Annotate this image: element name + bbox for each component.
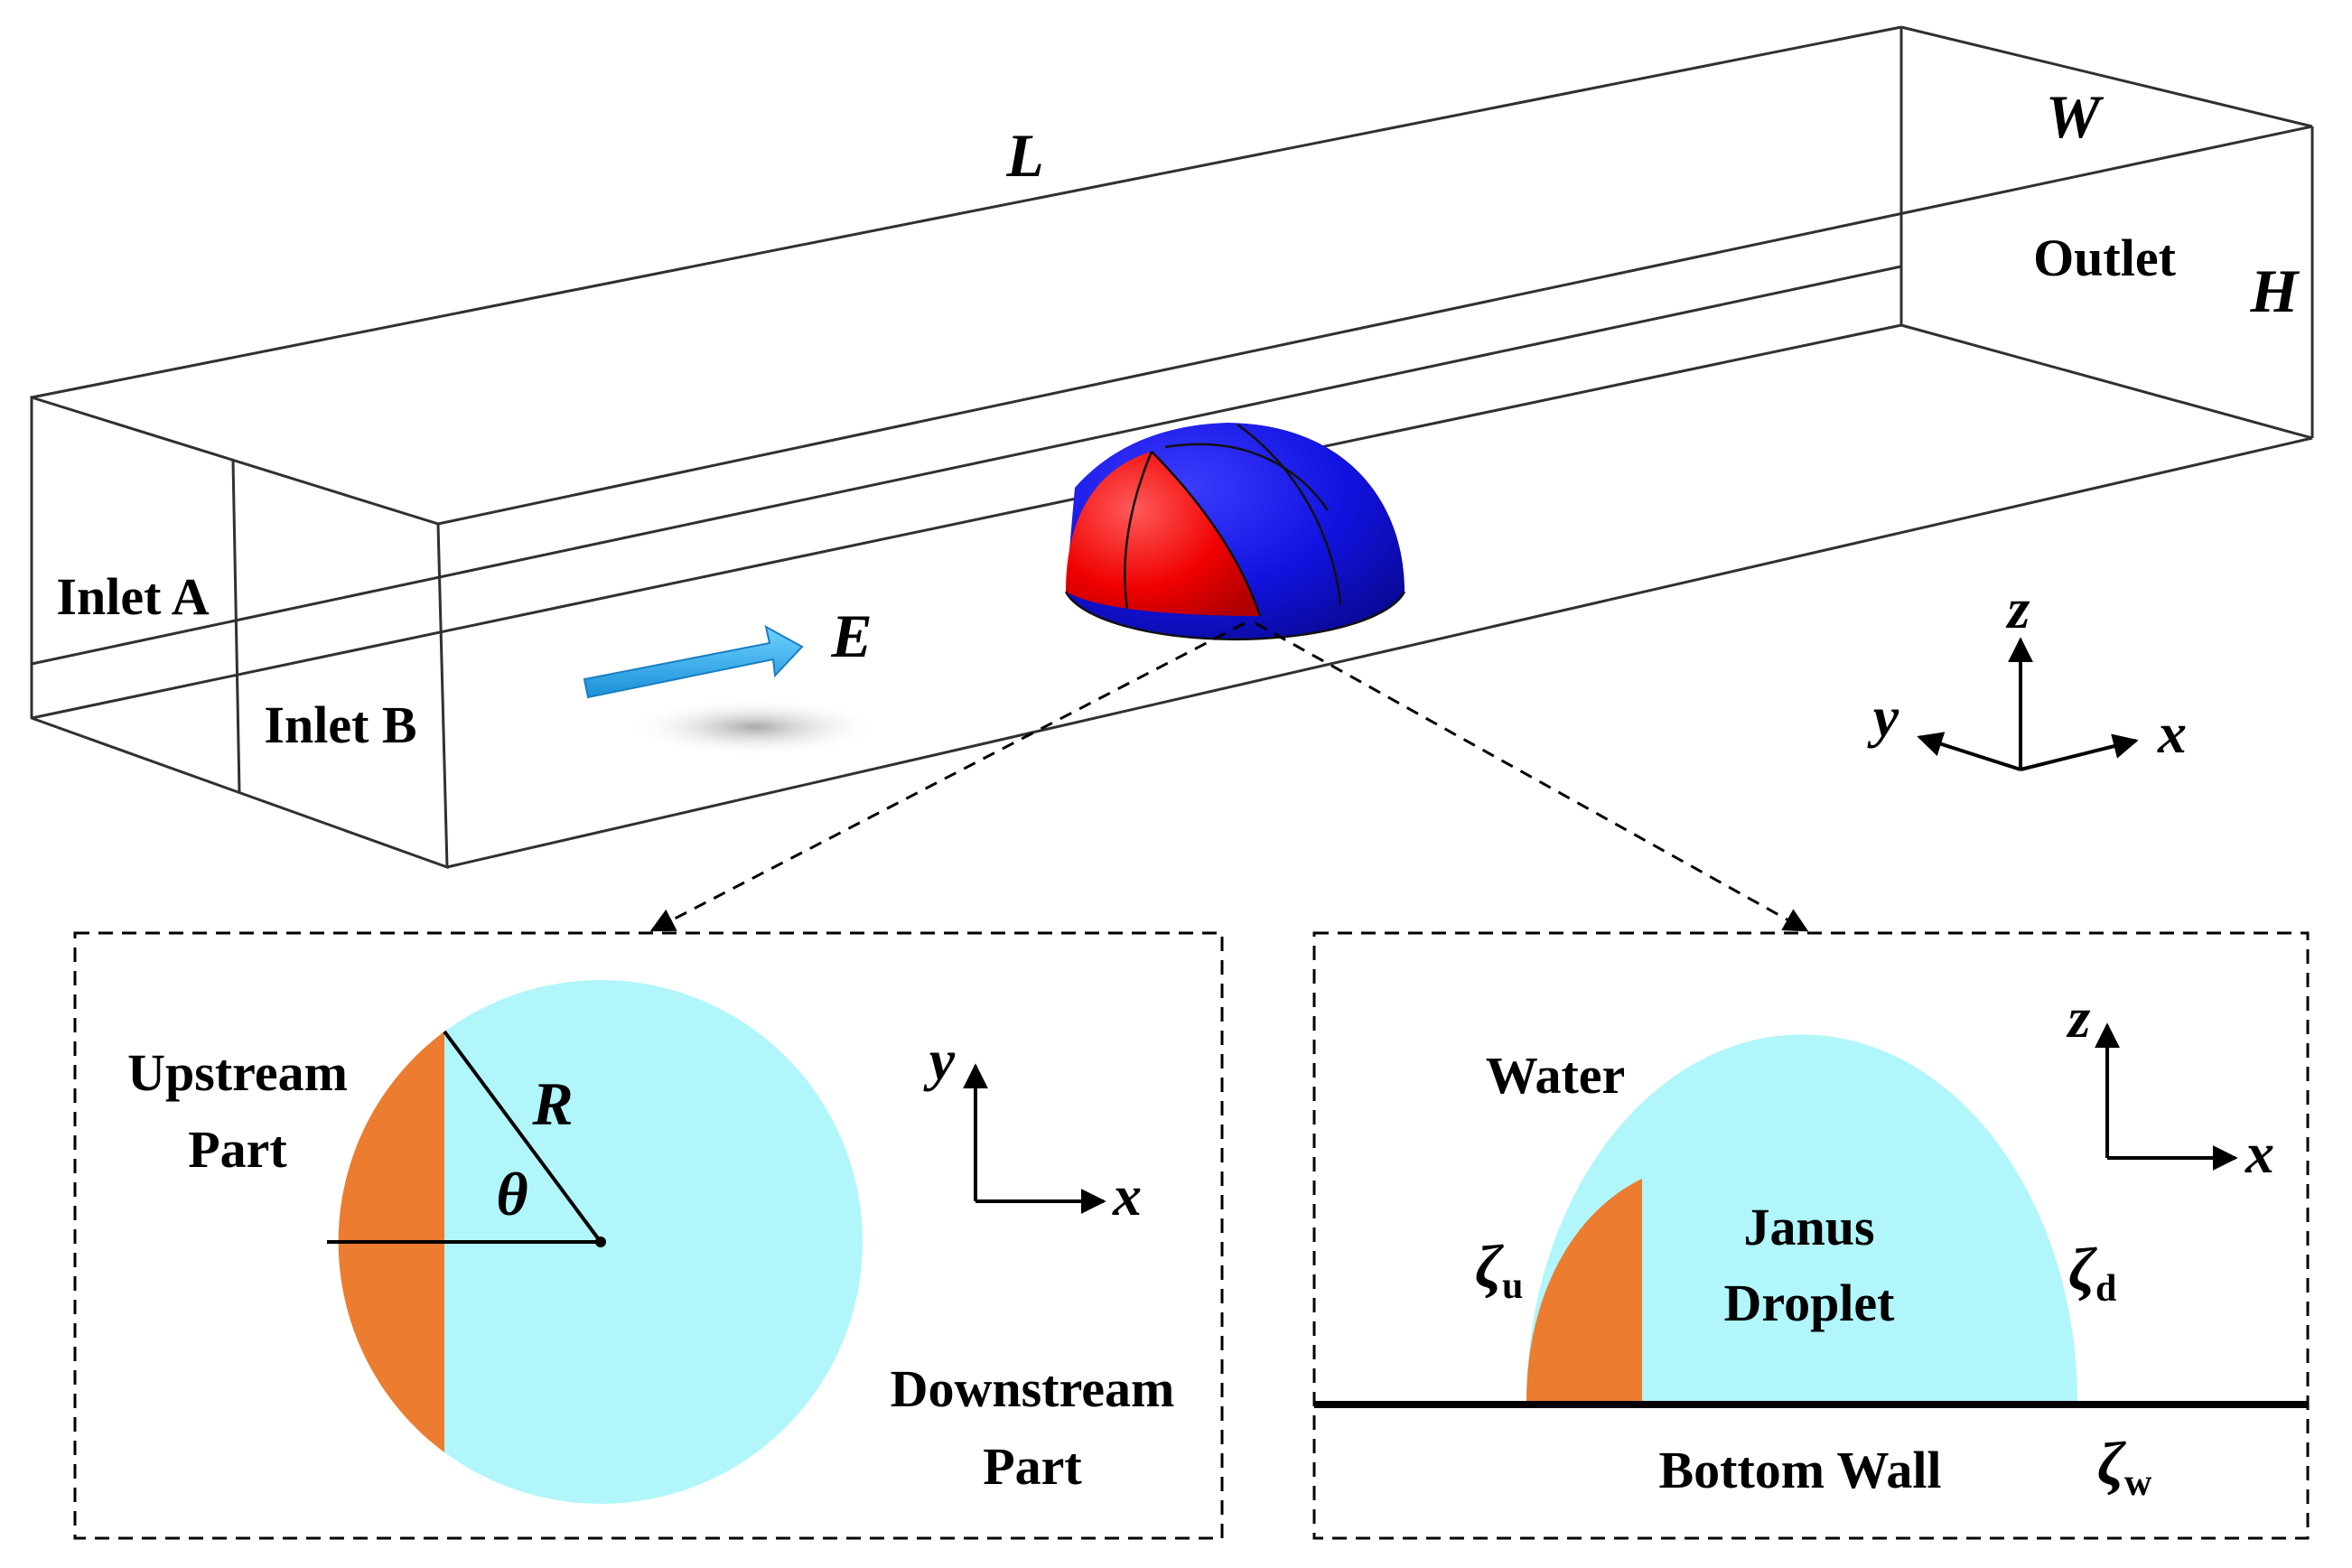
bottom-wall-label: Bottom Wall: [1658, 1441, 1941, 1499]
axis-3d-y-label: y: [1867, 685, 1899, 749]
outlet-edge-bottom: [1900, 323, 2313, 440]
zeta-w-symbol: ζ: [2097, 1429, 2126, 1498]
zeta-d-subscript: d: [2095, 1268, 2116, 1310]
zeta-d-symbol: ζ: [2068, 1235, 2097, 1303]
channel-mid-line: [31, 265, 1902, 666]
downstream-label-line2: Part: [983, 1437, 1082, 1496]
length-label: L: [1005, 121, 1044, 190]
droplet-meridian-1: [1124, 451, 1153, 610]
zoom-arrow-right: [1255, 621, 1809, 932]
downstream-label-line1: Downstream: [891, 1359, 1175, 1418]
axis-3d-y: [1917, 732, 2021, 771]
channel-box: [30, 25, 2314, 870]
zeta-w-label: ζw: [2097, 1429, 2152, 1504]
side-view-axes: [2095, 1022, 2238, 1171]
center-dot: [595, 1237, 606, 1247]
outlet-edge-top: [1900, 25, 2313, 128]
zoom-arrow-left: [649, 621, 1246, 932]
outlet-label: Outlet: [2033, 229, 2177, 287]
side-view-droplet-downstream: [1526, 1034, 2077, 1402]
field-arrow-body: [583, 625, 804, 699]
zeta-u-symbol: ζ: [1475, 1232, 1504, 1301]
janus-droplet-3d: [1064, 423, 1406, 641]
droplet-rim: [1064, 591, 1406, 641]
axis-3d-z-label: z: [2006, 576, 2030, 640]
water-label: Water: [1486, 1046, 1626, 1105]
axis-3d-x-label: x: [2157, 701, 2187, 765]
top-view-axes: [963, 1063, 1106, 1214]
inlet-face: [30, 395, 449, 870]
axes-3d: [1917, 637, 2139, 771]
top-axis-y-label: y: [923, 1028, 956, 1092]
radius-line: [443, 1030, 602, 1244]
side-view-border: [1312, 931, 2310, 1540]
inlet-divider: [231, 460, 241, 793]
droplet-meridian-3: [1237, 423, 1342, 606]
upstream-label-line1: Upstream: [127, 1043, 348, 1102]
zeta-u-label: ζu: [1475, 1232, 1523, 1307]
field-arrow: [583, 625, 881, 756]
radius-label: R: [531, 1069, 573, 1138]
height-label: H: [2250, 257, 2301, 325]
channel-top-front-edge: [437, 125, 2313, 526]
side-axis-z-label: z: [2067, 985, 2091, 1050]
inlet-b-label: Inlet B: [264, 695, 416, 754]
axis-3d-x: [2020, 733, 2139, 771]
top-view-panel: R θ Upstream Part Downstream Part y x: [73, 931, 1224, 1540]
side-view-droplet-upstream: [1526, 1179, 1642, 1402]
angle-label: θ: [496, 1160, 527, 1228]
inlet-a-label: Inlet A: [56, 567, 209, 626]
droplet-label-line1: Janus: [1743, 1198, 1874, 1256]
width-label: W: [2046, 82, 2105, 151]
zeta-d-label: ζd: [2068, 1235, 2116, 1310]
droplet-upstream-half: [1066, 452, 1260, 616]
droplet-grid-lines: [1064, 423, 1406, 641]
field-arrow-shadow: [628, 698, 881, 756]
droplet-meridian-2: [1164, 443, 1330, 511]
channel-bottom-back-edge: [31, 323, 1902, 720]
upstream-label-line2: Part: [188, 1120, 287, 1179]
side-view-panel: Water Janus Droplet Bottom Wall ζu ζd ζw…: [1312, 931, 2310, 1540]
channel-bottom-front-edge: [446, 436, 2313, 869]
field-label: E: [830, 602, 872, 670]
droplet-label-line2: Droplet: [1723, 1274, 1895, 1332]
droplet-interface-line: [1151, 451, 1262, 617]
side-axis-x-label: x: [2245, 1121, 2274, 1185]
zoom-arrows: [649, 621, 1809, 932]
zeta-u-subscript: u: [1502, 1265, 1523, 1307]
zeta-w-subscript: w: [2124, 1462, 2152, 1504]
top-axis-x-label: x: [1112, 1163, 1142, 1227]
channel-top-back-edge: [31, 25, 1902, 399]
top-view-border: [73, 931, 1224, 1540]
